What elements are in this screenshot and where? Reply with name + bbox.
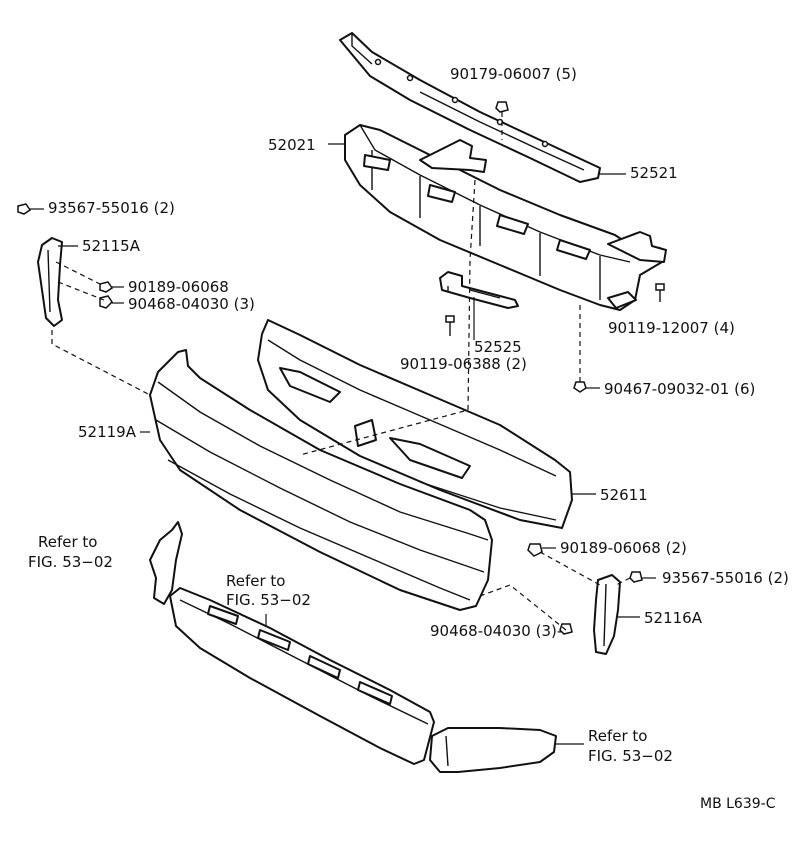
label-90468-04030-right: 90468-04030 (3)- <box>430 622 562 640</box>
label-52521: 52521 <box>630 164 678 182</box>
ref-left-line1: Refer to <box>38 533 97 551</box>
figure-code: MB L639-C <box>700 796 776 812</box>
bumper-cover-52119A <box>149 349 493 611</box>
ref-center-line2: FIG. 53−02 <box>226 591 311 609</box>
retainer-52116A <box>593 574 621 655</box>
bumper-reinforcement-52021 <box>344 124 667 311</box>
label-52119A: 52119A <box>78 423 137 441</box>
reinforcement-strip-52521 <box>339 32 601 183</box>
label-90189-06068-left: 90189-06068 <box>128 278 229 296</box>
ref-left-line2: FIG. 53−02 <box>28 553 113 571</box>
label-52021: 52021 <box>268 136 316 154</box>
label-52611: 52611 <box>600 486 648 504</box>
ref-right-line1: Refer to <box>588 727 647 745</box>
lower-spoiler <box>169 587 435 765</box>
label-52525: 52525 <box>474 338 522 356</box>
label-93567-55016-left: 93567-55016 (2) <box>48 199 175 217</box>
leader-lines <box>30 143 656 745</box>
label-90179-06007: 90179-06007 (5) <box>450 65 577 83</box>
ref-center-line1: Refer to <box>226 572 285 590</box>
bracket-52525 <box>439 271 519 309</box>
label-90467-09032-01: 90467-09032-01 (6) <box>604 380 755 398</box>
lower-corner-extension <box>429 727 557 773</box>
label-93567-55016-right: 93567-55016 (2) <box>662 569 789 587</box>
ref-right-line2: FIG. 53−02 <box>588 747 673 765</box>
label-90119-06388: 90119-06388 (2) <box>400 355 527 373</box>
energy-absorber-52611 <box>257 319 573 529</box>
retainer-52115A <box>37 237 63 327</box>
lower-bracket-left <box>149 521 183 605</box>
label-52116A: 52116A <box>644 609 703 627</box>
label-90119-12007: 90119-12007 (4) <box>608 319 735 337</box>
hardware <box>17 101 665 635</box>
assembly-lines <box>51 112 631 631</box>
label-90468-04030-left: 90468-04030 (3) <box>128 295 255 313</box>
label-52115A: 52115A <box>82 237 141 255</box>
label-90189-06068-right: 90189-06068 (2) <box>560 539 687 557</box>
